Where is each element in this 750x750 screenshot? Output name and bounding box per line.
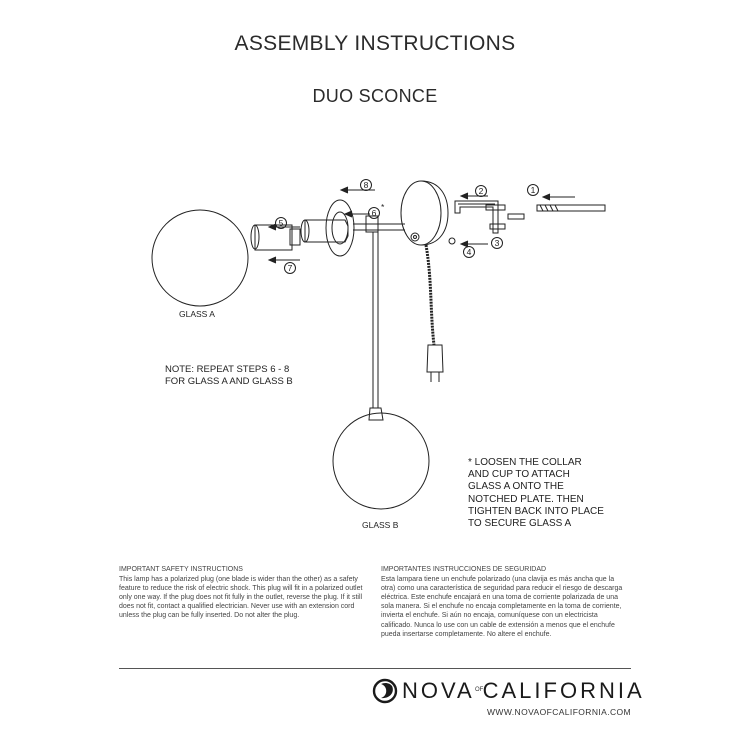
svg-text:8: 8	[364, 180, 369, 190]
stem-rod	[368, 232, 384, 421]
bulb-socket	[250, 224, 301, 251]
step-marker-6: 6 *	[368, 202, 385, 219]
svg-text:3: 3	[495, 238, 500, 248]
repeat-steps-note: NOTE: REPEAT STEPS 6 - 8 FOR GLASS A AND…	[165, 364, 293, 387]
step-marker-4: 4	[463, 246, 475, 258]
wall-canopy	[400, 180, 449, 246]
safety-body-spanish: Esta lampara tiene un enchufe polarizado…	[381, 576, 623, 638]
glass-a-globe	[151, 209, 249, 307]
step-marker-8: 8	[360, 179, 372, 191]
svg-text:*: *	[381, 202, 385, 212]
step-marker-1: 1	[527, 184, 539, 196]
safety-heading-english: IMPORTANT SAFETY INSTRUCTIONS	[119, 566, 243, 573]
glass-b-label: GLASS B	[362, 520, 399, 530]
step-marker-7: 7	[284, 262, 296, 274]
brand-moon-icon	[372, 678, 398, 704]
safety-body-english: This lamp has a polarized plug (one blad…	[119, 576, 363, 620]
mounting-bracket	[454, 200, 499, 234]
page-title: ASSEMBLY INSTRUCTIONS	[234, 32, 516, 55]
brand-logo: NOVA CALIFORNIA OF	[372, 678, 642, 708]
product-name: DUO SCONCE	[312, 86, 438, 106]
safety-instructions-english: IMPORTANT SAFETY INSTRUCTIONS This lamp …	[119, 565, 367, 621]
step-marker-3: 3	[491, 237, 503, 249]
brand-name: NOVA CALIFORNIA	[402, 678, 645, 703]
website-url[interactable]: WWW.NOVAOFCALIFORNIA.COM	[486, 707, 631, 717]
step-marker-2: 2	[475, 185, 487, 197]
svg-text:6: 6	[372, 208, 377, 218]
loosen-collar-note: * LOOSEN THE COLLAR AND CUP TO ATTACH GL…	[468, 457, 604, 530]
safety-heading-spanish: IMPORTANTES INSTRUCCIONES DE SEGURIDAD	[381, 566, 547, 573]
power-cord	[424, 244, 444, 382]
collar-plate	[325, 199, 355, 257]
svg-text:1: 1	[531, 185, 536, 195]
brand-of: OF	[475, 687, 484, 693]
screws-and-anchors	[448, 204, 525, 245]
safety-instructions-spanish: IMPORTANTES INSTRUCCIONES DE SEGURIDAD E…	[381, 565, 629, 639]
horizontal-arm	[353, 215, 405, 233]
motion-arrows	[267, 186, 575, 264]
svg-text:4: 4	[467, 247, 472, 257]
footer-divider	[119, 668, 631, 669]
glass-b-globe	[332, 412, 430, 510]
svg-text:7: 7	[288, 263, 293, 273]
glass-a-label: GLASS A	[179, 309, 215, 319]
socket-cup	[300, 219, 349, 243]
drill-bit	[536, 204, 606, 212]
svg-text:2: 2	[479, 186, 484, 196]
svg-text:5: 5	[279, 218, 284, 228]
step-marker-5: 5	[275, 217, 287, 229]
